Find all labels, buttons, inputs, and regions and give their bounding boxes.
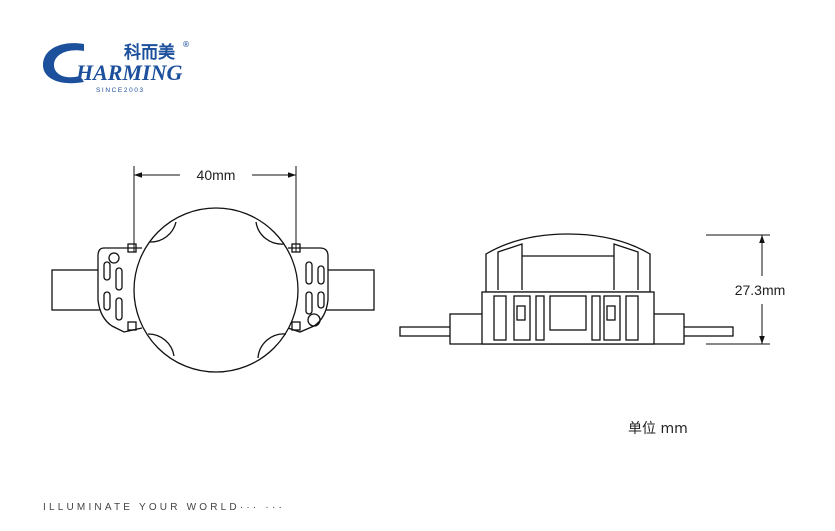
footer-slogan: ILLUMINATE YOUR WORLD··· ··· <box>43 502 286 513</box>
side-view-rib-3 <box>535 295 545 341</box>
left-screw-hole <box>108 252 120 264</box>
side-view-body <box>485 233 651 293</box>
side-view-rib-5 <box>591 295 601 341</box>
side-view-rib-2 <box>513 295 531 341</box>
side-view-top-recess <box>497 243 639 290</box>
top-view-body <box>133 207 299 373</box>
width-dimension <box>133 166 297 252</box>
left-slot-1 <box>103 261 111 281</box>
side-view-clip-left <box>516 305 526 321</box>
right-slot-4 <box>317 291 325 309</box>
charming-logo: C HARMING 科而美 ® SINCE2003 <box>42 40 190 94</box>
right-slot-3 <box>317 265 325 285</box>
logo-name: HARMING <box>75 60 182 85</box>
side-view-rib-6 <box>603 295 621 341</box>
logo-since: SINCE2003 <box>96 87 145 94</box>
left-bottom-tab <box>127 321 137 331</box>
top-view-notch-bottom-right <box>257 333 287 359</box>
width-dimension-label: 40mm <box>197 167 236 183</box>
logo-swoosh-icon <box>42 43 84 84</box>
height-dimension-label: 27.3mm <box>735 282 786 298</box>
right-slot-1 <box>305 261 313 285</box>
logo-chinese-name: 科而美 <box>124 42 176 63</box>
side-view-rib-4 <box>549 295 587 331</box>
side-view-clip-right <box>606 305 616 321</box>
top-view-notch-top-right <box>255 221 285 245</box>
left-slot-2 <box>103 291 111 311</box>
left-slot-3 <box>115 267 123 291</box>
top-view <box>51 207 375 373</box>
left-slot-4 <box>115 297 123 321</box>
logo-registered-mark: ® <box>182 40 190 49</box>
side-view-lower-body <box>481 291 655 345</box>
left-top-tab <box>127 243 137 253</box>
right-bottom-tab <box>291 321 301 331</box>
unit-label: 单位 mm <box>628 421 688 437</box>
height-dimension <box>706 234 770 345</box>
right-screw-hole <box>307 313 321 327</box>
side-view-rib-7 <box>625 295 639 341</box>
right-slot-2 <box>305 291 313 315</box>
side-view-rib-1 <box>493 295 507 341</box>
top-view-notch-bottom-left <box>147 333 175 357</box>
top-view-notch-top-left <box>149 221 177 243</box>
side-view <box>399 233 734 345</box>
